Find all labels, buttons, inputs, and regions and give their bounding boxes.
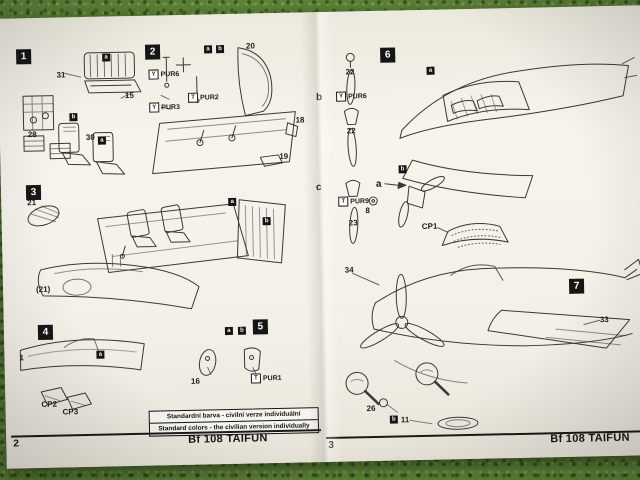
part-label: (21): [35, 284, 51, 295]
pur-part-label: Y PUR6: [335, 91, 367, 102]
part-label: 26: [366, 403, 376, 414]
pur-part-label: Y PUR3: [149, 102, 180, 113]
view-letter: b: [315, 92, 323, 104]
part-label: 20: [245, 41, 255, 51]
view-letter: a: [375, 178, 382, 190]
pur-part-text: PUR2: [199, 93, 219, 102]
paint-box-icon: T: [187, 92, 199, 103]
step-5-badge: 5: [252, 319, 269, 335]
left-page-number: 2: [13, 438, 19, 450]
part-label: 34: [344, 265, 354, 275]
part-label: 23: [348, 218, 358, 228]
part-label: 8: [365, 206, 371, 216]
part-label: 16: [190, 376, 200, 386]
color-callout: a: [97, 136, 107, 145]
part-label: 19: [279, 151, 289, 161]
color-callout: a: [228, 197, 237, 206]
paint-box-icon: T: [338, 196, 349, 207]
part-label: 21: [27, 198, 37, 208]
part-label: CP1: [421, 221, 438, 231]
color-callout: b: [215, 45, 225, 54]
pur-part-text: PUR6: [347, 92, 367, 100]
part-label: 15: [124, 90, 134, 101]
color-callout: a: [96, 350, 105, 359]
pur-part-text: PUR9: [350, 197, 370, 205]
color-callout: b: [262, 217, 271, 226]
paint-box-icon: Y: [335, 91, 347, 102]
step-2-badge: 2: [144, 44, 161, 60]
color-callout: b: [69, 113, 78, 122]
right-page-number: 3: [328, 439, 335, 451]
part-label: 33: [599, 315, 609, 325]
pur-part-label: T PUR1: [250, 373, 282, 384]
step-1-badge: 1: [16, 49, 32, 65]
color-callout: a: [203, 45, 213, 54]
color-callout: a: [426, 66, 435, 75]
pur-part-label: Y PUR6: [148, 69, 179, 80]
part-label: CP2: [41, 399, 58, 409]
paint-box-icon: Y: [149, 102, 160, 113]
step-6-badge: 6: [380, 47, 396, 63]
pur-part-text: PUR1: [262, 374, 282, 382]
pur-part-text: PUR3: [161, 103, 181, 111]
part-label: 1: [19, 353, 25, 363]
part-label: 22: [346, 126, 356, 136]
paint-box-icon: T: [250, 373, 262, 384]
color-callout: a: [224, 326, 234, 336]
pur-part-text: PUR6: [160, 70, 180, 78]
color-callout: b: [389, 415, 398, 424]
right-kit-title: Bf 108 TAIFUN: [550, 431, 630, 446]
view-letter: c: [315, 182, 322, 194]
part-label: 18: [295, 115, 305, 125]
color-callout: b: [237, 326, 247, 335]
part-label: 31: [56, 70, 66, 80]
part-label: 28: [27, 129, 37, 140]
color-callout: b: [398, 165, 407, 174]
paint-box-icon: Y: [148, 69, 159, 80]
pur-part-label: T PUR9: [338, 196, 369, 207]
instruction-line-art: [19, 47, 640, 430]
part-label: CP3: [62, 407, 79, 417]
pur-part-label: T PUR2: [187, 92, 219, 103]
part-label: 11: [400, 415, 410, 425]
part-label: 22: [345, 67, 355, 77]
left-kit-title: Bf 108 TAIFUN: [188, 432, 268, 446]
instruction-sheet-spread: 1 2 3 4 5 6 7 31 15 28 30 20 18 19 21 (2…: [0, 5, 640, 469]
part-label: 30: [85, 132, 95, 142]
step-4-badge: 4: [37, 324, 54, 341]
color-callout: a: [102, 53, 111, 62]
step-7-badge: 7: [568, 278, 585, 294]
